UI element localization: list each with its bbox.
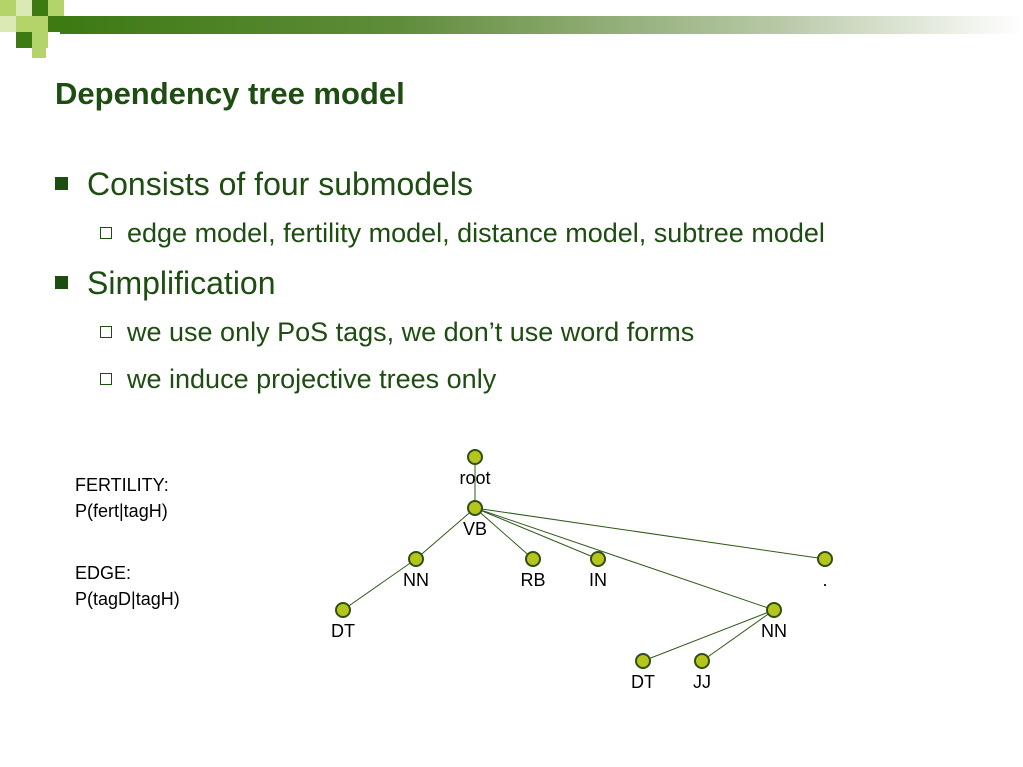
tree-node-label-dot: . <box>822 570 827 590</box>
bullet-text: Consists of four submodels <box>87 166 473 202</box>
tree-edge-vb-dot <box>474 507 826 560</box>
tree-node-label-nn2: NN <box>761 621 787 641</box>
tree-node-label-in: IN <box>589 570 607 590</box>
tree-node-in <box>590 551 606 567</box>
hollow-square-bullet-icon <box>100 227 112 239</box>
tree-node-label-nn1: NN <box>403 570 429 590</box>
tree-node-jj <box>694 653 710 669</box>
tree-node-label-rb: RB <box>520 570 545 590</box>
tree-edge-vb-rb <box>474 507 534 560</box>
tree-node-vb <box>467 500 483 516</box>
tree-edge-nn2-dt2 <box>642 609 775 662</box>
tree-node-root <box>467 449 483 465</box>
tree-edge-vb-in <box>474 507 599 560</box>
sub-bullet-text: edge model, fertility model, distance mo… <box>127 218 825 248</box>
tree-node-label-dt2: DT <box>631 672 655 692</box>
bullet-text: Simplification <box>87 265 276 301</box>
hollow-square-bullet-icon <box>100 326 112 338</box>
sub-bullet-text: we use only PoS tags, we don’t use word … <box>127 317 695 347</box>
fertility-formula: P(fert|tagH) <box>75 501 168 521</box>
hollow-square-bullet-icon <box>100 373 112 385</box>
edge-note: EDGE: P(tagD|tagH) <box>75 560 180 612</box>
square-bullet-icon <box>55 177 68 190</box>
fertility-note: FERTILITY: P(fert|tagH) <box>75 472 169 524</box>
tree-node-label-root: root <box>459 468 490 488</box>
tree-edge-vb-nn2 <box>474 507 775 611</box>
tree-node-label-dt1: DT <box>331 621 355 641</box>
edge-formula: P(tagD|tagH) <box>75 589 180 609</box>
tree-edge-nn2-jj <box>701 609 775 662</box>
tree-node-dot <box>817 551 833 567</box>
tree-node-nn2 <box>766 602 782 618</box>
sub-bullet-text: we induce projective trees only <box>127 364 497 394</box>
tree-node-nn1 <box>408 551 424 567</box>
tree-edge-nn1-dt1 <box>342 558 417 611</box>
tree-node-dt1 <box>335 602 351 618</box>
tree-node-dt2 <box>635 653 651 669</box>
tree-node-label-jj: JJ <box>693 672 711 692</box>
tree-node-rb <box>525 551 541 567</box>
tree-edge-vb-nn1 <box>415 507 476 560</box>
edge-heading: EDGE: <box>75 563 132 583</box>
slide-title: Dependency tree model <box>55 76 405 111</box>
fertility-heading: FERTILITY: <box>75 475 169 495</box>
square-bullet-icon <box>55 276 68 289</box>
tree-node-label-vb: VB <box>463 519 487 539</box>
header-banner <box>0 0 1023 58</box>
